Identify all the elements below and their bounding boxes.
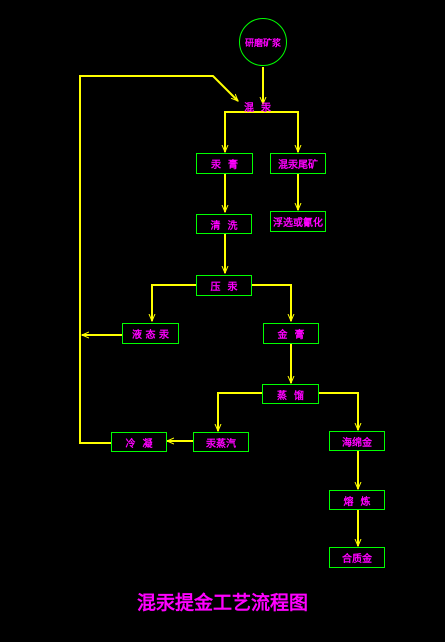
node-flotation-cyanidation: 浮选或氰化: [270, 211, 326, 232]
node-liquid-mercury: 液 态 汞: [122, 323, 179, 344]
node-amalgamation: 混 汞: [244, 103, 271, 114]
connector-pressing-goldamalgam: [251, 284, 291, 321]
node-smelting: 熔 炼: [329, 490, 385, 510]
node-grinding-slurry: 研磨矿浆: [239, 18, 287, 66]
connector-amalgamation-tailings: [263, 111, 298, 152]
connector-recycle-loop: [79, 75, 238, 444]
node-mercury-vapor: 汞蒸汽: [193, 432, 249, 452]
node-distillation: 蒸 馏: [262, 384, 319, 404]
node-gold-amalgam: 金 膏: [263, 323, 319, 344]
connector-distillation-sponge: [319, 392, 358, 430]
node-amalgam: 汞 膏: [196, 153, 253, 174]
diagram-title: 混汞提金工艺流程图: [136, 592, 308, 614]
node-sponge-gold: 海绵金: [329, 431, 385, 451]
connector-amalgamation-split: [225, 111, 263, 152]
node-cleaning: 清 洗: [196, 214, 252, 234]
node-mercury-pressing: 压 汞: [196, 275, 252, 296]
connector-pressing-liquid: [152, 284, 196, 321]
node-mercury-tailings: 混汞尾矿: [270, 153, 326, 174]
connector-distillation-vapor: [218, 392, 262, 431]
node-condensing: 冷 凝: [111, 432, 167, 452]
node-bullion: 合质金: [329, 547, 385, 568]
